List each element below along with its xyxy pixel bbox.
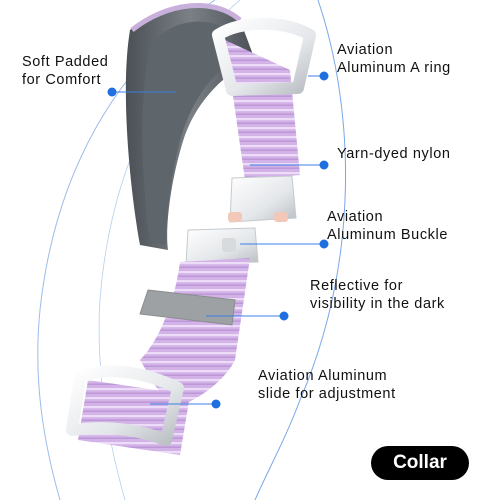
callout-line: Aluminum A ring: [337, 60, 451, 76]
callout-line: Aluminum Buckle: [327, 227, 449, 243]
callout-line: for Comfort: [22, 72, 102, 88]
product-badge-label: Collar: [393, 452, 447, 473]
callout-line: Aviation Aluminum: [258, 368, 388, 384]
callout-line: Aviation: [327, 209, 384, 225]
aluminum-slide: [66, 365, 184, 446]
padding-inner: [142, 21, 238, 245]
callout-nylon-label: Yarn-dyed nylon: [337, 145, 451, 163]
callout-buckle-label: Aviation Aluminum Buckle: [327, 208, 448, 244]
callout-line: slide for adjustment: [258, 386, 396, 402]
strap-lower: [140, 258, 250, 410]
strap-top: [225, 40, 300, 180]
callout-lines: [112, 75, 324, 405]
callout-line: Reflective for: [310, 278, 404, 294]
callout-a-ring-label: Aviation Aluminum A ring: [337, 41, 451, 77]
buckle-top: [229, 175, 297, 223]
callout-reflective-label: Reflective for visibility in the dark: [310, 277, 445, 313]
callout-line: Yarn-dyed nylon: [337, 146, 451, 162]
product-badge: Collar: [371, 446, 469, 480]
callout-line: Aviation: [337, 42, 394, 58]
callout-line: Soft Padded: [22, 54, 109, 70]
callout-line: visibility in the dark: [310, 296, 445, 312]
a-ring: [212, 17, 316, 96]
padding-edge: [130, 2, 242, 32]
callout-slide-label: Aviation Aluminum slide for adjustment: [258, 367, 396, 403]
decor-arc-outer: [254, 0, 347, 500]
callout-padding-label: Soft Padded for Comfort: [22, 53, 108, 89]
callout-dots: [107, 71, 329, 409]
